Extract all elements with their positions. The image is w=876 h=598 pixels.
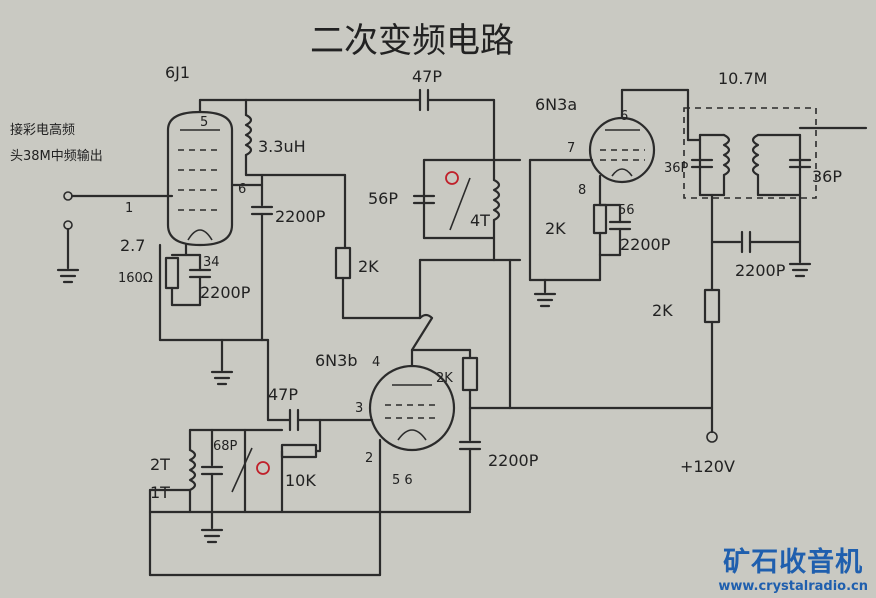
coil-2t-1t: [188, 448, 197, 492]
label-6n3b: 6N3b: [315, 351, 357, 370]
label-supply: +120V: [680, 457, 735, 476]
label-2200p-right: 2200P: [735, 261, 786, 280]
tube-6n3a: [588, 116, 656, 184]
cap-36p-left: [690, 158, 714, 169]
if-transformer-shield: [683, 107, 817, 199]
pin-56-a: 56: [618, 203, 635, 218]
label-2200p-cathode: 2200P: [200, 283, 251, 302]
if-primary-coil: [722, 133, 731, 177]
ground-symbol-6j1: [210, 370, 234, 386]
ground-terminal: [63, 220, 73, 230]
pin-56-b: 5 6: [392, 473, 413, 488]
tube-6j1: [166, 110, 234, 247]
pin-34: 34: [203, 255, 220, 270]
label-47p-top: 47P: [412, 67, 442, 86]
cap-47p-b: [288, 408, 300, 432]
resistor-2k-right: [703, 288, 721, 324]
pin-1: 1: [125, 201, 133, 216]
if-secondary-coil: [751, 133, 760, 177]
label-36p-right: 36P: [812, 167, 842, 186]
resistor-10k: [280, 443, 318, 459]
ground-symbol-osc: [200, 528, 224, 544]
label-68p: 68P: [213, 439, 238, 454]
label-2k-a: 2K: [545, 219, 566, 238]
pin-4: 4: [372, 355, 380, 370]
cap-56p: [412, 194, 436, 205]
label-2200p-a: 2200P: [620, 235, 671, 254]
input-terminal: [63, 191, 73, 201]
input-note-line1: 接彩电高频: [10, 122, 75, 138]
watermark-name: 矿石收音机: [723, 547, 864, 578]
pin-8: 8: [578, 183, 586, 198]
label-10k: 10K: [285, 471, 316, 490]
label-160: 160Ω: [118, 271, 153, 286]
label-2t: 2T: [150, 455, 170, 474]
label-2k-b: 2K: [436, 371, 453, 386]
label-2k-mid: 2K: [358, 257, 379, 276]
pin-6-6j1: 6: [238, 182, 246, 197]
pin-7: 7: [567, 141, 575, 156]
pin-6-6n3a: 6: [620, 109, 628, 124]
pin-3: 3: [355, 401, 363, 416]
diagram-title: 二次变频电路: [310, 21, 514, 61]
cap-2200p-right: [740, 230, 752, 254]
label-56p: 56P: [368, 189, 398, 208]
label-2k-right: 2K: [652, 301, 673, 320]
watermark-url: www.crystalradio.cn: [718, 579, 868, 594]
watermark-logo: 矿石收音机 www.crystalradio.cn: [718, 540, 868, 594]
label-6j1: 6J1: [165, 63, 190, 82]
label-3-3uh: 3.3uH: [258, 137, 306, 156]
ground-symbol-mid: [533, 292, 557, 308]
resistor-2k-a: [592, 203, 608, 235]
label-47p-b: 47P: [268, 385, 298, 404]
resistor-2k-mid: [334, 246, 352, 280]
cap-36p-right: [788, 158, 812, 169]
label-2200p-b: 2200P: [488, 451, 539, 470]
inductor-3-3uh: [244, 113, 253, 157]
input-note-line2: 头38M中频输出: [10, 148, 103, 164]
label-2200p-6j1: 2200P: [275, 207, 326, 226]
coil-4t: [492, 178, 501, 222]
supply-terminal: [706, 431, 718, 443]
label-6n3a: 6N3a: [535, 95, 577, 114]
resistor-160: [164, 256, 180, 290]
ground-symbol-input: [56, 268, 80, 284]
cap-47p-top: [418, 88, 430, 112]
adjust-mark-top: [445, 171, 459, 185]
pin-5-6j1: 5: [200, 115, 208, 130]
label-36p-left: 36P: [664, 161, 689, 176]
label-1t: 1T: [150, 483, 170, 502]
label-10-7m: 10.7M: [718, 69, 767, 88]
resistor-2k-b: [461, 356, 479, 392]
ground-symbol-right: [788, 262, 812, 278]
adjust-mark-bottom: [256, 461, 270, 475]
label-4t: 4T: [470, 211, 490, 230]
label-2-7: 2.7: [120, 236, 145, 255]
pin-2: 2: [365, 451, 373, 466]
